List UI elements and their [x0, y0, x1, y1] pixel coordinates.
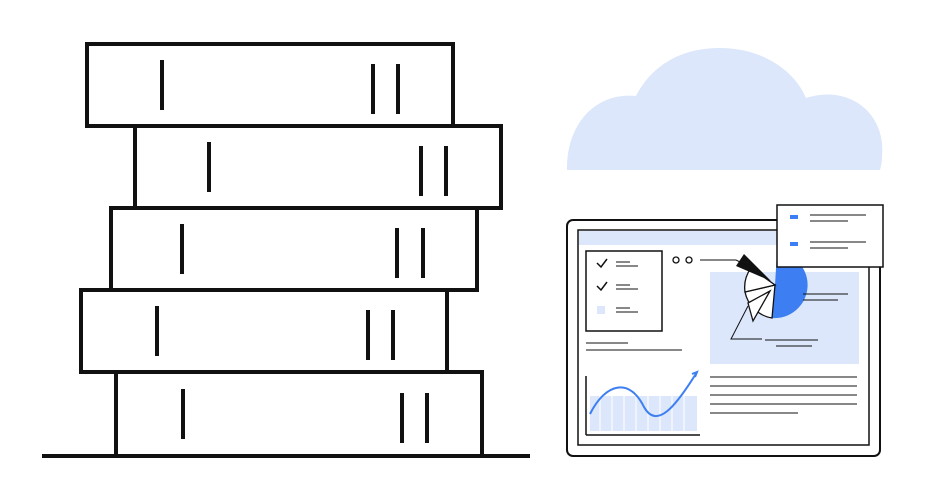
text-block: [710, 376, 857, 414]
book-2: [133, 124, 503, 210]
book-stack-icon: [79, 42, 503, 458]
legend-card-icon: [776, 204, 884, 268]
pie-chart-icon: [700, 252, 848, 347]
book-5: [114, 370, 484, 458]
status-dot: [685, 256, 693, 264]
cloud-icon: [566, 48, 883, 170]
checklist-icon: [585, 250, 663, 332]
book-1: [85, 42, 455, 128]
dashboard-screen-icon: [566, 204, 884, 457]
status-dot: [672, 256, 680, 264]
book-3: [109, 206, 479, 292]
line-chart-icon: [585, 370, 700, 436]
book-4: [79, 288, 449, 374]
